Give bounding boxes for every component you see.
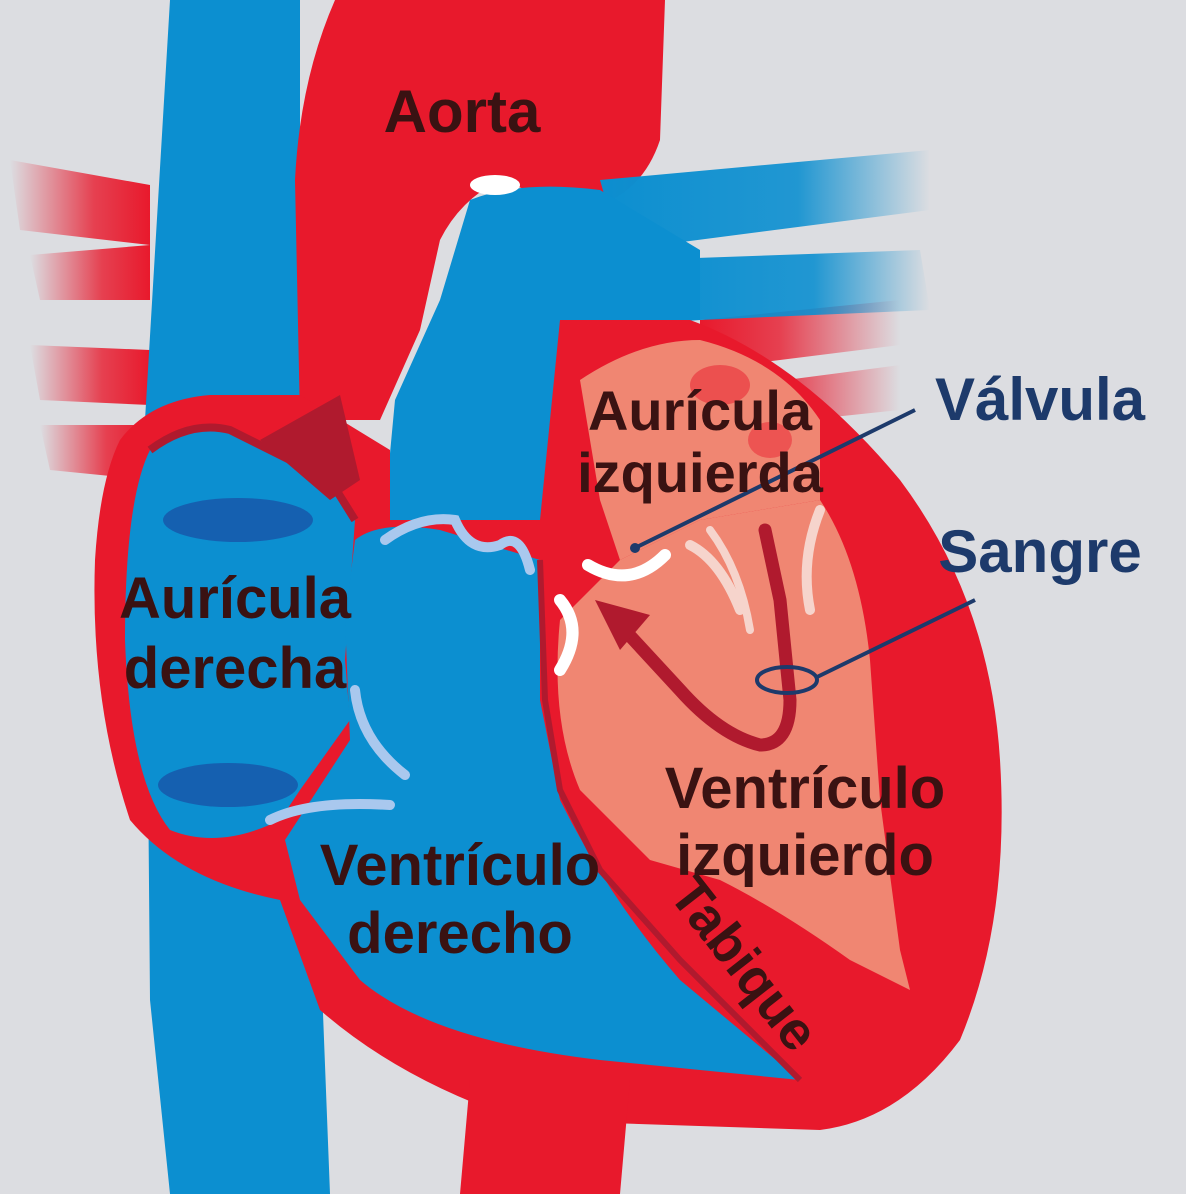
label-aorta: Aorta xyxy=(384,78,541,145)
descending-vessel xyxy=(460,1080,630,1194)
label-auricula-derecha-line1: Aurícula xyxy=(119,566,352,631)
label-ventriculo-derecho-line1: Ventrículo xyxy=(320,833,600,898)
label-sangre: Sangre xyxy=(938,518,1141,585)
label-auricula-izquierda-line2: izquierda xyxy=(577,441,824,504)
aorta-highlight xyxy=(470,175,520,195)
label-ventriculo-izquierdo-line1: Ventrículo xyxy=(665,756,945,821)
superior-opening xyxy=(163,498,313,542)
label-ventriculo-derecho-line2: derecho xyxy=(347,901,573,966)
inferior-opening xyxy=(158,763,298,807)
label-auricula-derecha-line2: derecha xyxy=(124,636,347,701)
label-auricula-izquierda-line1: Aurícula xyxy=(588,379,813,442)
label-valvula: Válvula xyxy=(935,366,1146,433)
